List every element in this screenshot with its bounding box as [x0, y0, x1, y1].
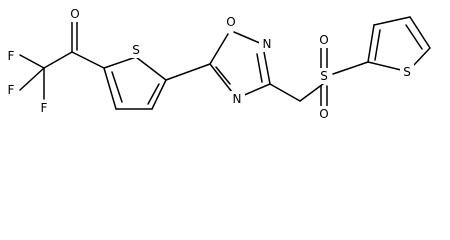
- bond-t2-c2-c3-double: [374, 29, 381, 61]
- bond-t2-s-c2: [367, 61, 402, 71]
- atom-s-thiophene2: S: [403, 65, 411, 79]
- bond-ox-n2-c3-double: [256, 53, 263, 83]
- bond-ox-n4-c5: [209, 63, 233, 93]
- bond-t2-c5-s: [412, 47, 431, 67]
- atom-o-oxadiazole: O: [226, 15, 235, 29]
- chemical-structure: O F F F S O N N S O O S: [4, 6, 431, 122]
- bond-ox-c5-o1: [209, 33, 229, 65]
- bond-t1-c3-c2: [103, 67, 117, 110]
- atom-o-sulfonyl-bottom: O: [319, 107, 328, 121]
- bond-ox-c3-n4: [241, 83, 271, 97]
- bond-t1-c3-c2-double: [111, 71, 123, 103]
- bond-t1-s-c5: [135, 56, 167, 81]
- bond-t1-c5-c4-double: [147, 83, 160, 105]
- atom-n-oxadiazole4: N: [233, 92, 242, 106]
- bond-ox-n4-c5-double: [215, 66, 231, 85]
- bond-oxadiazole-ch2: [269, 83, 301, 102]
- atom-s-thiophene1: S: [132, 43, 140, 57]
- bond-ch2-sulfonyl: [299, 83, 324, 102]
- bond-cf3-carbonyl: [43, 51, 73, 69]
- bond-ox-o1-n2: [233, 31, 263, 45]
- bond-carbonyl-thiophene: [71, 51, 105, 69]
- bond-t2-c3-c4: [373, 16, 411, 26]
- bond-t2-c4-c5: [409, 16, 431, 49]
- bond-thiophene-oxadiazole: [165, 63, 211, 81]
- bond-c-f2: [19, 67, 45, 91]
- bonds: [19, 16, 431, 110]
- bond-t1-c5-c4: [151, 79, 167, 110]
- atom-o-carbonyl: O: [70, 7, 79, 21]
- atom-f3: F: [41, 101, 48, 115]
- atom-o-sulfonyl-top: O: [319, 33, 328, 47]
- atom-n-oxadiazole2: N: [263, 37, 272, 51]
- bond-c-f1: [19, 54, 45, 69]
- atom-labels: O F F F S O N N S O O S: [4, 6, 414, 122]
- atom-f2: F: [8, 83, 15, 97]
- structure-canvas: O F F F S O N N S O O S: [4, 6, 431, 122]
- bond-ox-n2-c3: [263, 51, 271, 85]
- bond-t2-c4-c5-double: [405, 24, 423, 50]
- bond-t2-c2-c3: [367, 24, 375, 63]
- atom-f1: F: [8, 49, 15, 63]
- atom-s-sulfonyl: S: [320, 69, 328, 83]
- bond-sulfonyl-thiophene: [332, 61, 369, 75]
- bond-t1-c2-s: [103, 56, 137, 69]
